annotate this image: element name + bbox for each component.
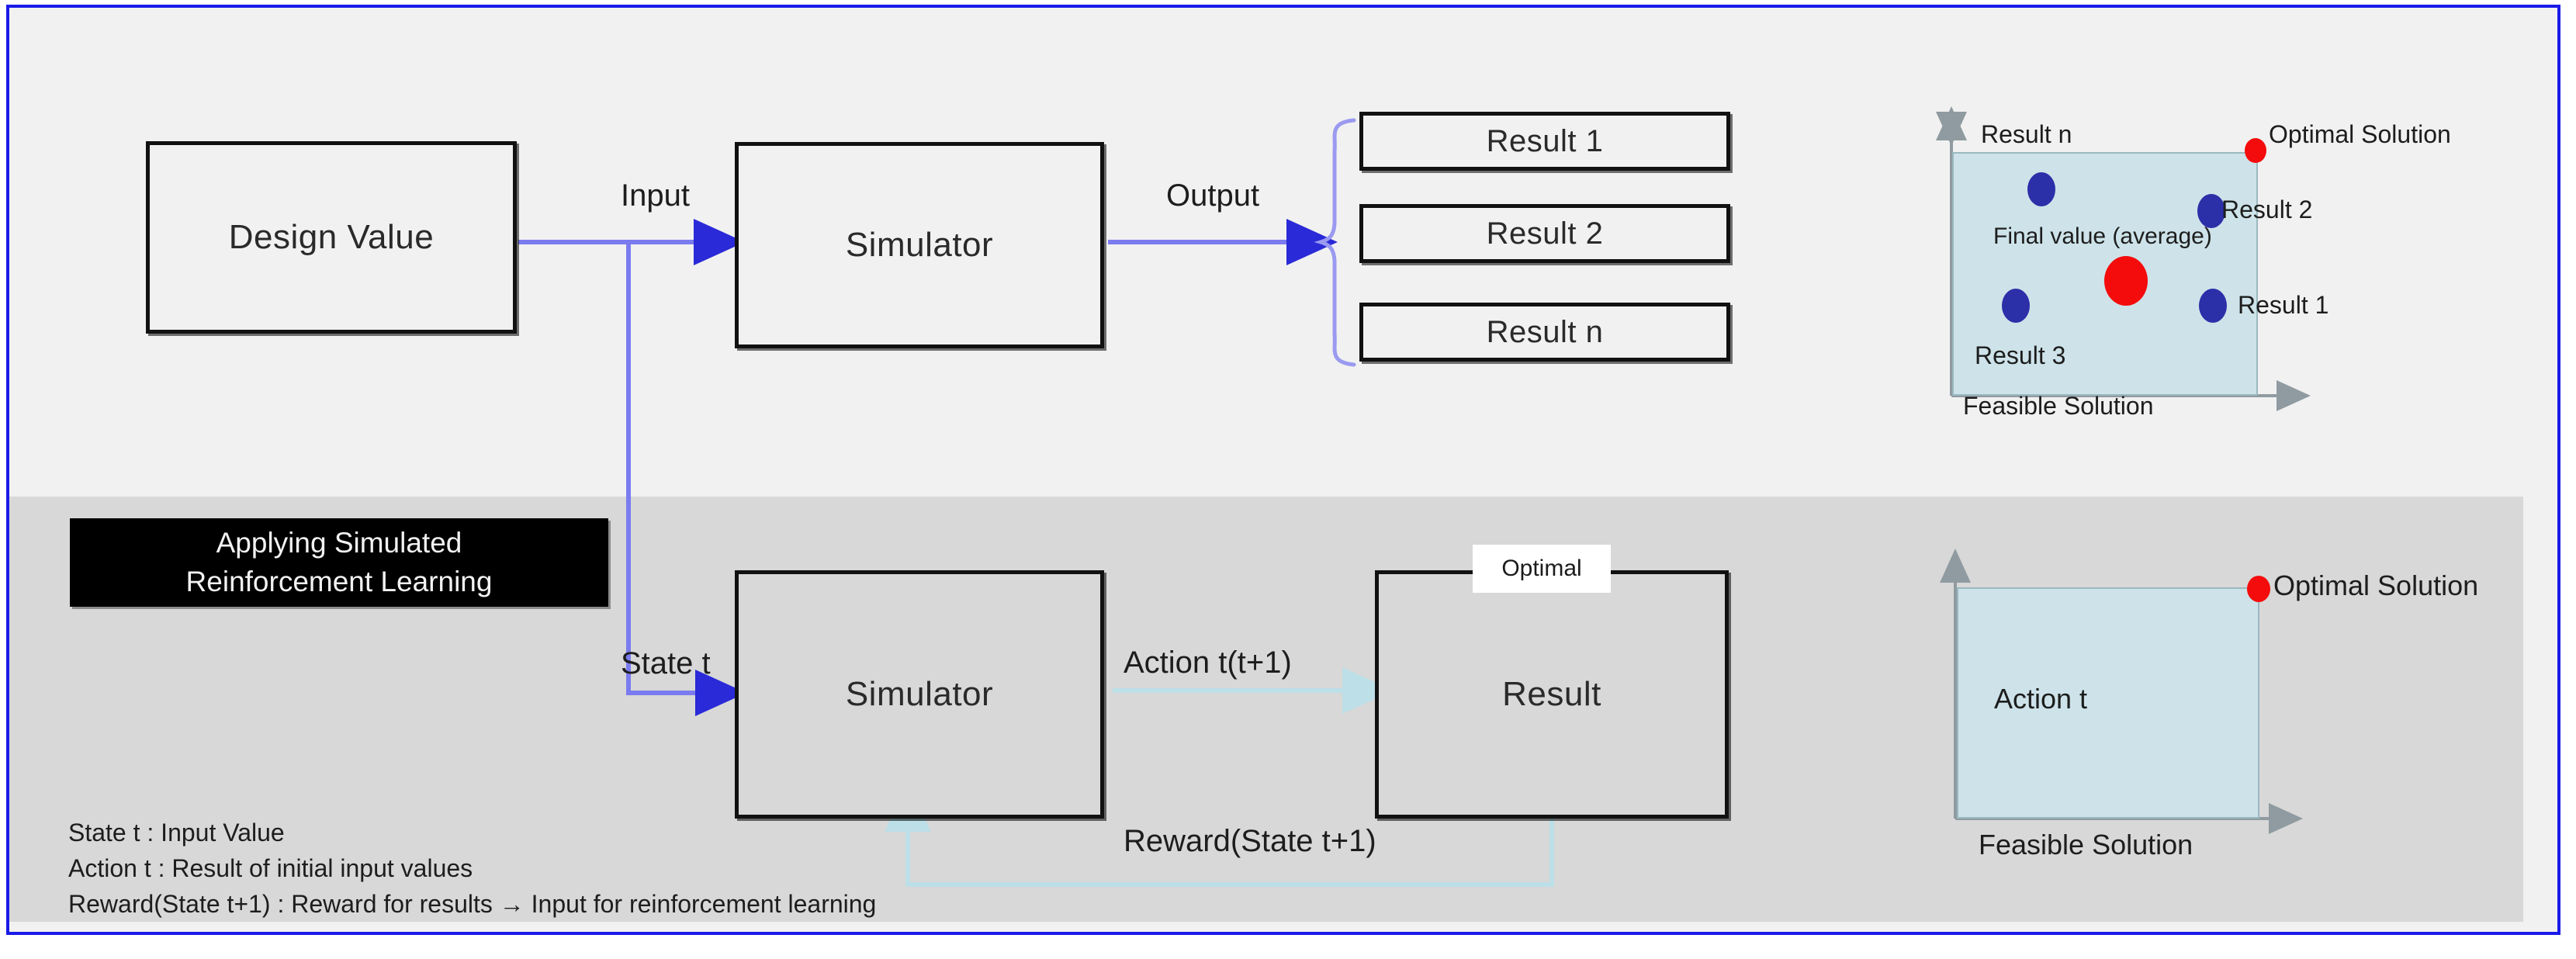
- legend-line-2: Action t : Result of initial input value…: [68, 854, 473, 882]
- bottom-plot-point-optimal-solution: [2247, 576, 2270, 602]
- top-plot-point-result-3: [2002, 289, 2030, 323]
- result-box-2-label: Result 2: [1486, 216, 1604, 251]
- top-plot-label-result-1: Result 1: [2238, 291, 2329, 319]
- top-plot-label-result-3: Result 3: [1975, 341, 2066, 369]
- output-label: Output: [1166, 178, 1260, 213]
- optimal-tag: Optimal: [1473, 545, 1611, 593]
- top-plot-point-result-1: [2199, 289, 2227, 323]
- bottom-plot-label-optimal-solution: Optimal Solution: [2273, 570, 2479, 601]
- action-label: Action t(t+1): [1124, 646, 1292, 680]
- top-plot-xaxis-label: Feasible Solution: [1963, 392, 2154, 420]
- top-plot-point-optimal-solution: [2245, 138, 2266, 163]
- bottom-plot-area: [1957, 587, 2259, 819]
- top-plot-label-result-2: Result 2: [2221, 196, 2313, 223]
- bottom-plot-xaxis-label: Feasible Solution: [1979, 829, 2193, 860]
- input-label: Input: [621, 178, 690, 213]
- top-plot-point-result-2: [2197, 194, 2225, 228]
- bottom-plot-label-action-t: Action t: [1994, 683, 2088, 715]
- design-value-label: Design Value: [228, 218, 435, 256]
- rl-title-line2: Reinforcement Learning: [185, 566, 493, 597]
- top-plot-point-result-n: [2027, 172, 2055, 206]
- state-t-label: State t: [621, 646, 711, 680]
- bottom-result-box[interactable]: Result: [1375, 570, 1729, 819]
- result-box-n-label: Result n: [1486, 314, 1604, 349]
- rl-title-box: Applying Simulated Reinforcement Learnin…: [70, 518, 608, 607]
- result-box-n[interactable]: Result n: [1359, 303, 1730, 362]
- top-plot-point-final-average: [2104, 256, 2148, 306]
- result-box-1-label: Result 1: [1486, 123, 1604, 158]
- legend-line-3: Reward(State t+1) : Reward for results →…: [68, 890, 877, 918]
- result-box-1[interactable]: Result 1: [1359, 112, 1730, 171]
- bottom-simulator-label: Simulator: [845, 675, 994, 713]
- top-plot-label-final-average: Final value (average): [1993, 223, 2212, 249]
- reward-label: Reward(State t+1): [1124, 824, 1376, 858]
- optimal-tag-label: Optimal: [1501, 556, 1582, 581]
- top-simulator-box[interactable]: Simulator: [735, 142, 1104, 348]
- legend-line-1: State t : Input Value: [68, 819, 285, 846]
- top-plot-label-result-n: Result n: [1981, 120, 2072, 148]
- bottom-simulator-box[interactable]: Simulator: [735, 570, 1104, 819]
- bottom-result-label: Result: [1502, 675, 1601, 713]
- design-value-box[interactable]: Design Value: [146, 141, 517, 334]
- result-box-2[interactable]: Result 2: [1359, 204, 1730, 263]
- top-plot-label-optimal-solution: Optimal Solution: [2269, 120, 2451, 148]
- top-simulator-label: Simulator: [845, 226, 994, 264]
- rl-title-line1: Applying Simulated: [216, 527, 462, 559]
